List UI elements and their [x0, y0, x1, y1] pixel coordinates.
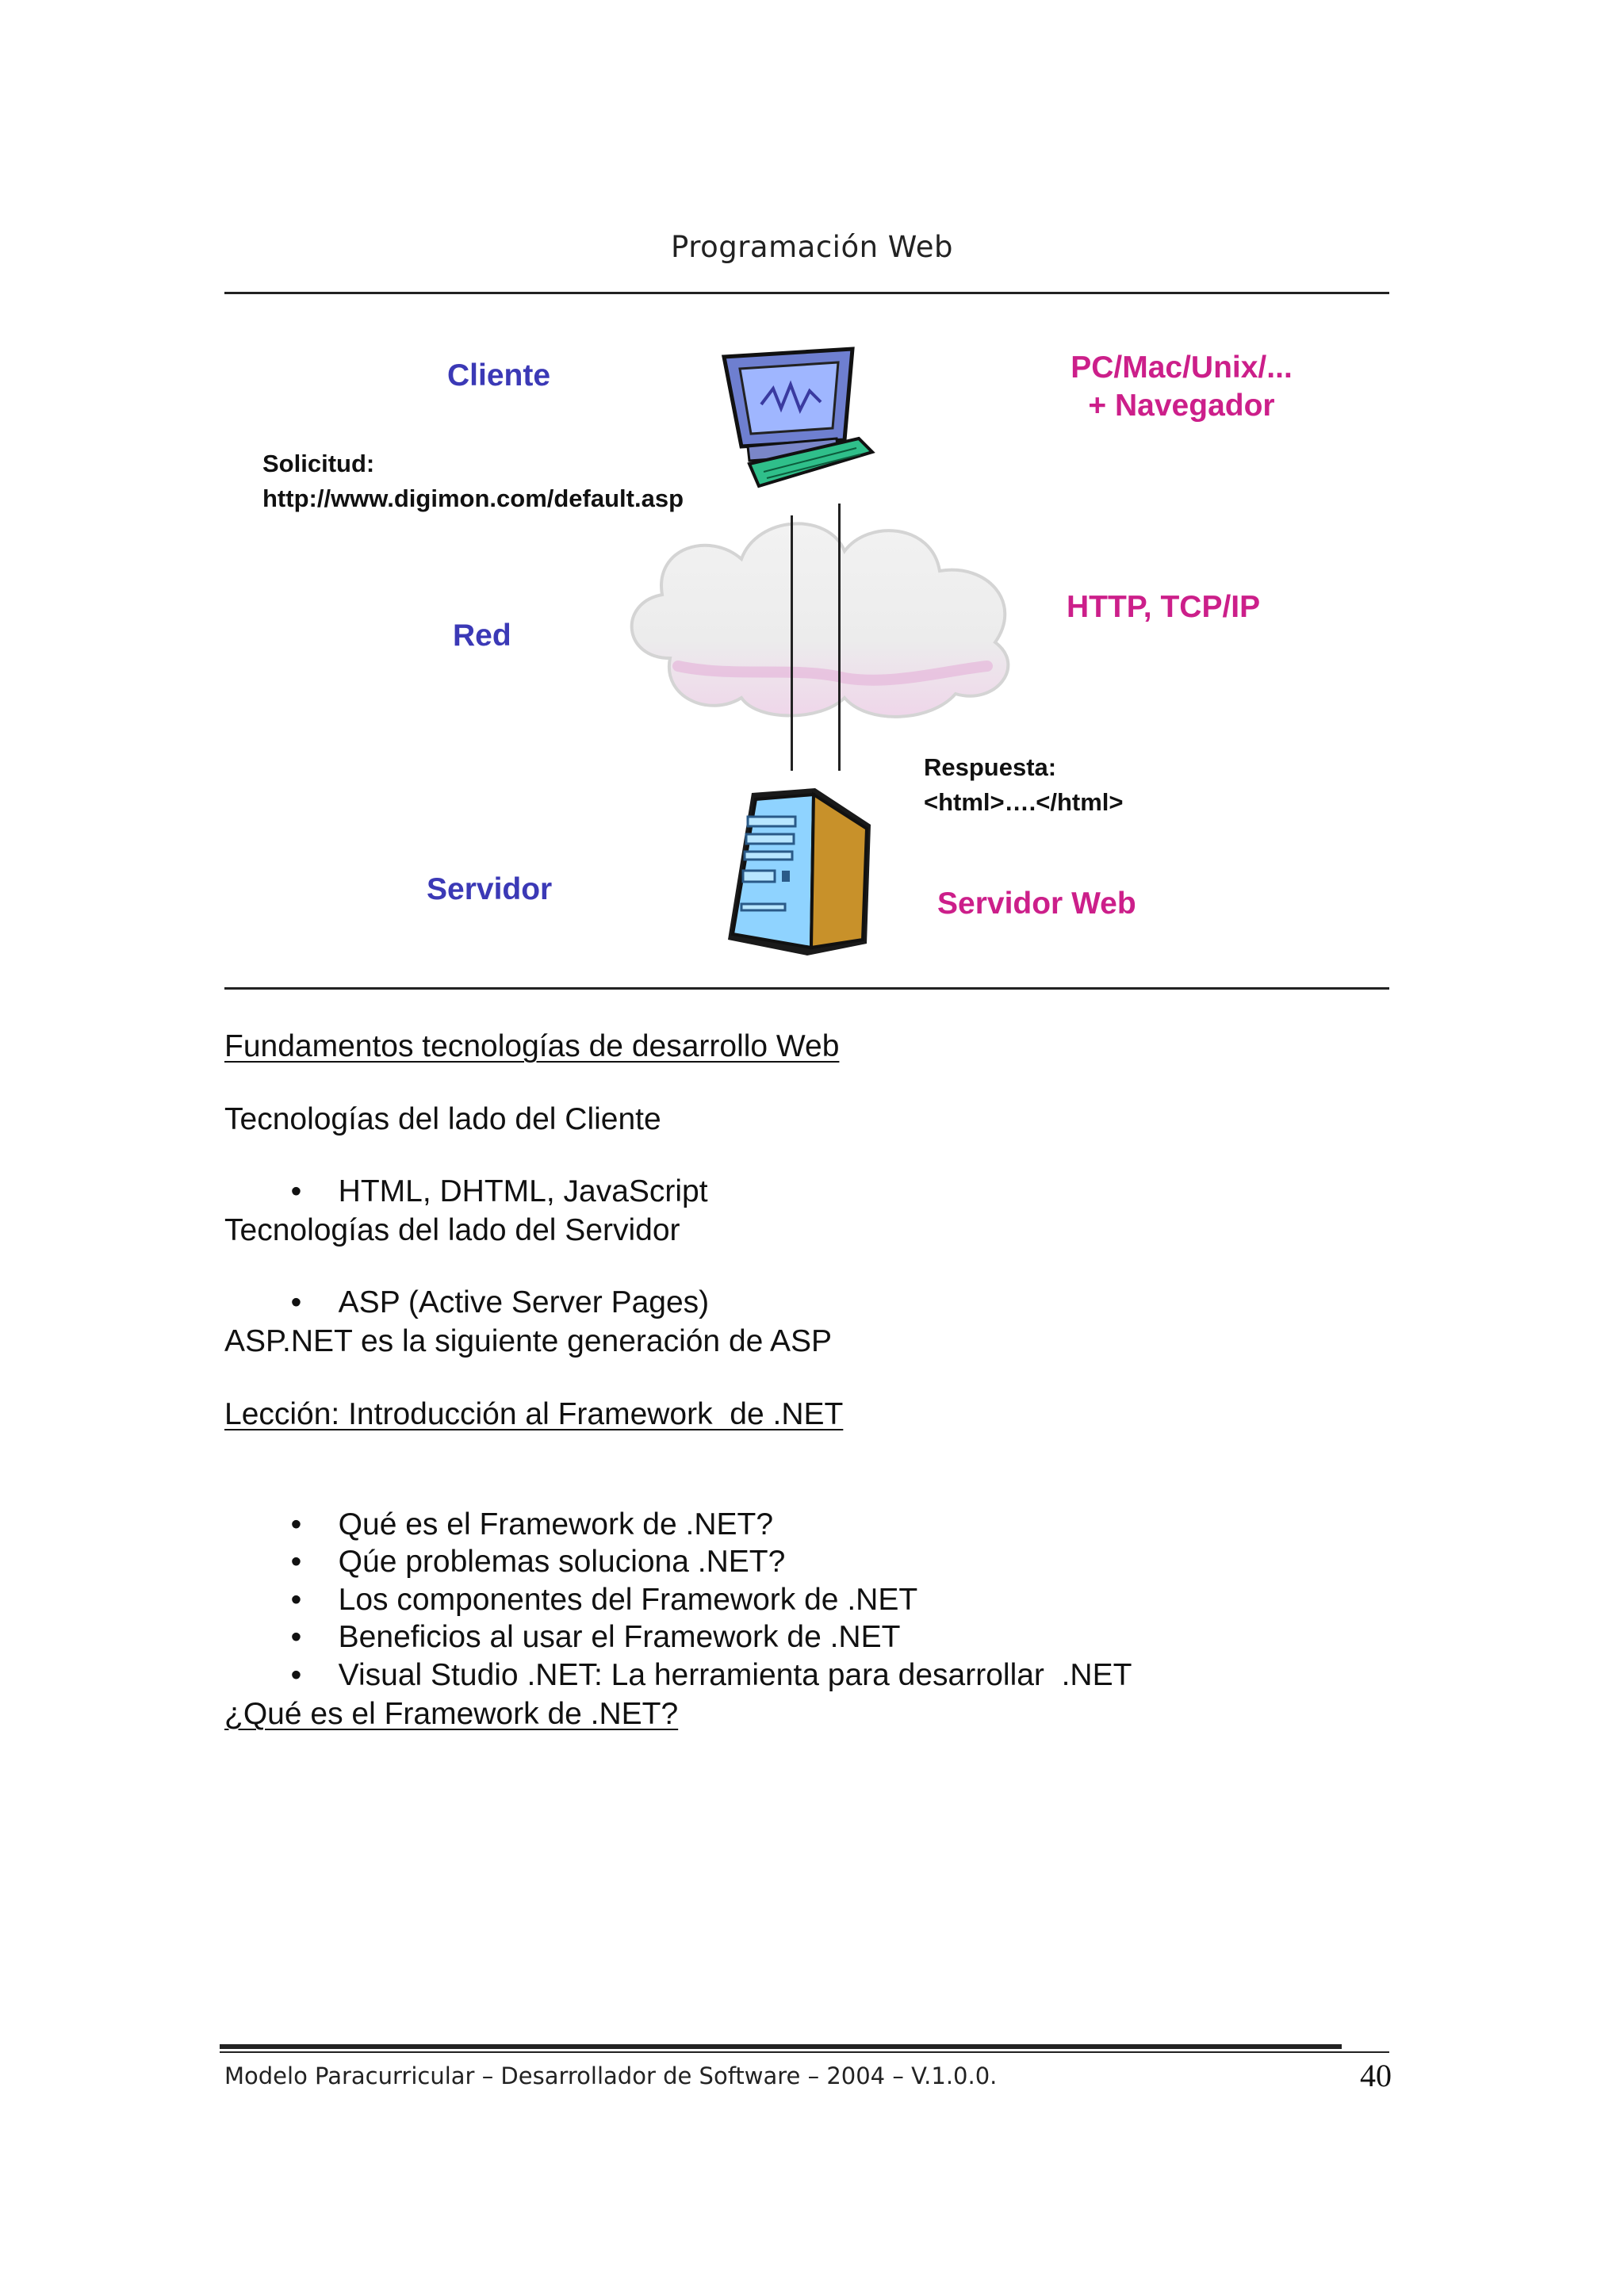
request-line2: http://www.digimon.com/default.asp	[262, 484, 684, 512]
bullet-icon: •	[290, 1285, 302, 1319]
aspnet-statement: ASP.NET es la siguiente generación de AS…	[224, 1324, 833, 1358]
server-tower-icon	[728, 788, 871, 956]
list-item: •Visual Studio .NET: La herramienta para…	[290, 1658, 1132, 1692]
bullet-icon: •	[290, 1174, 302, 1208]
client-desc-line1: PC/Mac/Unix/...	[1071, 350, 1293, 385]
list-item: •Beneficios al usar el Framework de .NET	[290, 1620, 901, 1654]
request-line1: Solicitud:	[262, 450, 375, 477]
lesson-title: Lección: Introducción al Framework de .N…	[224, 1397, 844, 1431]
servidor-label: Servidor	[427, 872, 553, 906]
protocols-label: HTTP, TCP/IP	[1067, 590, 1261, 624]
client-description: PC/Mac/Unix/... + Navegador	[1015, 349, 1348, 425]
client-tech-heading: Tecnologías del lado del Cliente	[224, 1102, 661, 1136]
list-item: •Qué es el Framework de .NET?	[290, 1507, 774, 1541]
footer-divider-thick	[220, 2044, 1342, 2049]
client-desc-line2: + Navegador	[1088, 389, 1275, 423]
cloud-icon	[630, 522, 1010, 718]
request-text: Solicitud: http://www.digimon.com/defaul…	[262, 446, 684, 516]
response-line2: <html>….</html>	[924, 788, 1124, 816]
server-tech-heading: Tecnologías del lado del Servidor	[224, 1213, 680, 1247]
request-line	[791, 515, 793, 771]
red-label: Red	[453, 618, 511, 653]
cliente-label: Cliente	[447, 358, 551, 393]
list-item: •Qúe problemas soluciona .NET?	[290, 1545, 786, 1579]
section-title: Fundamentos tecnologías de desarrollo We…	[224, 1029, 840, 1063]
response-line1: Respuesta:	[924, 753, 1057, 781]
response-text: Respuesta: <html>….</html>	[924, 750, 1124, 820]
page-header-title: Programación Web	[671, 230, 953, 264]
list-item: •ASP (Active Server Pages)	[290, 1285, 710, 1319]
next-section-heading: ¿Qué es el Framework de .NET?	[224, 1697, 679, 1731]
server-description: Servidor Web	[937, 887, 1136, 921]
response-line	[838, 504, 841, 771]
computer-icon	[722, 347, 875, 488]
diagram-divider	[224, 987, 1389, 990]
list-item: •Los componentes del Framework de .NET	[290, 1583, 918, 1617]
bullet-icon: •	[290, 1658, 302, 1692]
bullet-icon: •	[290, 1620, 302, 1654]
bullet-icon: •	[290, 1507, 302, 1541]
footer-text: Modelo Paracurricular – Desarrollador de…	[224, 2062, 998, 2089]
header-divider	[224, 292, 1389, 294]
bullet-icon: •	[290, 1583, 302, 1617]
bullet-icon: •	[290, 1545, 302, 1579]
footer-divider-thin	[220, 2051, 1389, 2053]
list-item: •HTML, DHTML, JavaScript	[290, 1174, 708, 1208]
page-number: 40	[1360, 2058, 1392, 2093]
